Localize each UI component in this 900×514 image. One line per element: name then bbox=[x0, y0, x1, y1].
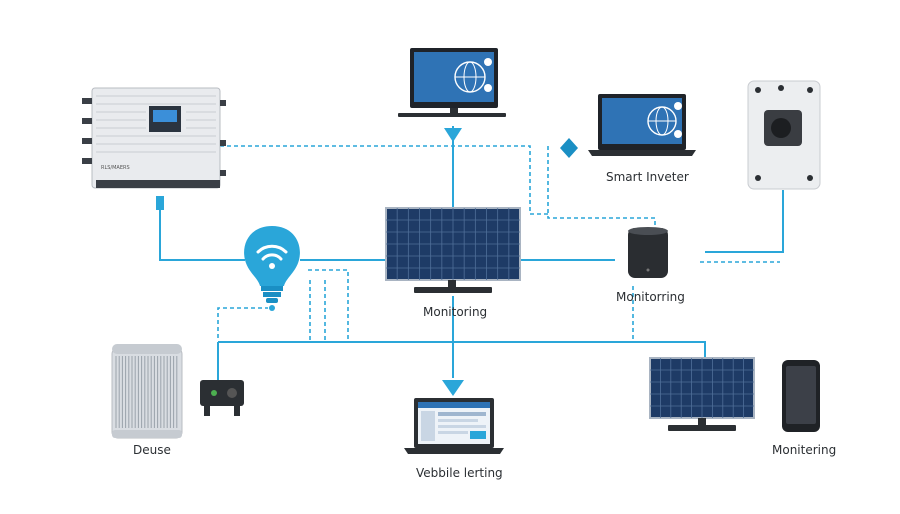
diamond-node-icon bbox=[560, 138, 578, 158]
dashed-line-bulb-bus-1 bbox=[308, 269, 349, 340]
label-deuse: Deuse bbox=[133, 443, 171, 457]
solid-line-switch-speaker bbox=[705, 190, 784, 253]
label-monitering: Monitering bbox=[772, 443, 837, 457]
solid-line-inverter-bulb bbox=[159, 196, 245, 261]
arrow-down-top-icon bbox=[444, 128, 462, 142]
inverter-brand-text: RLS/MAERS bbox=[101, 165, 130, 171]
solid-line-bus bbox=[218, 341, 706, 358]
dashed-line-node-speaker bbox=[547, 146, 656, 228]
dashed-line-outlet-bulb bbox=[217, 307, 268, 338]
label-monitoring-center: Monitoring bbox=[423, 305, 488, 319]
label-vebbile: Vebbile lerting bbox=[416, 466, 503, 480]
arrow-down-bottom-icon bbox=[442, 380, 464, 396]
label-monitoring-right: Monitorring bbox=[616, 290, 685, 304]
label-smart-inverter: Smart Inveter bbox=[606, 170, 689, 184]
dashed-line-inverter-top bbox=[220, 145, 548, 215]
